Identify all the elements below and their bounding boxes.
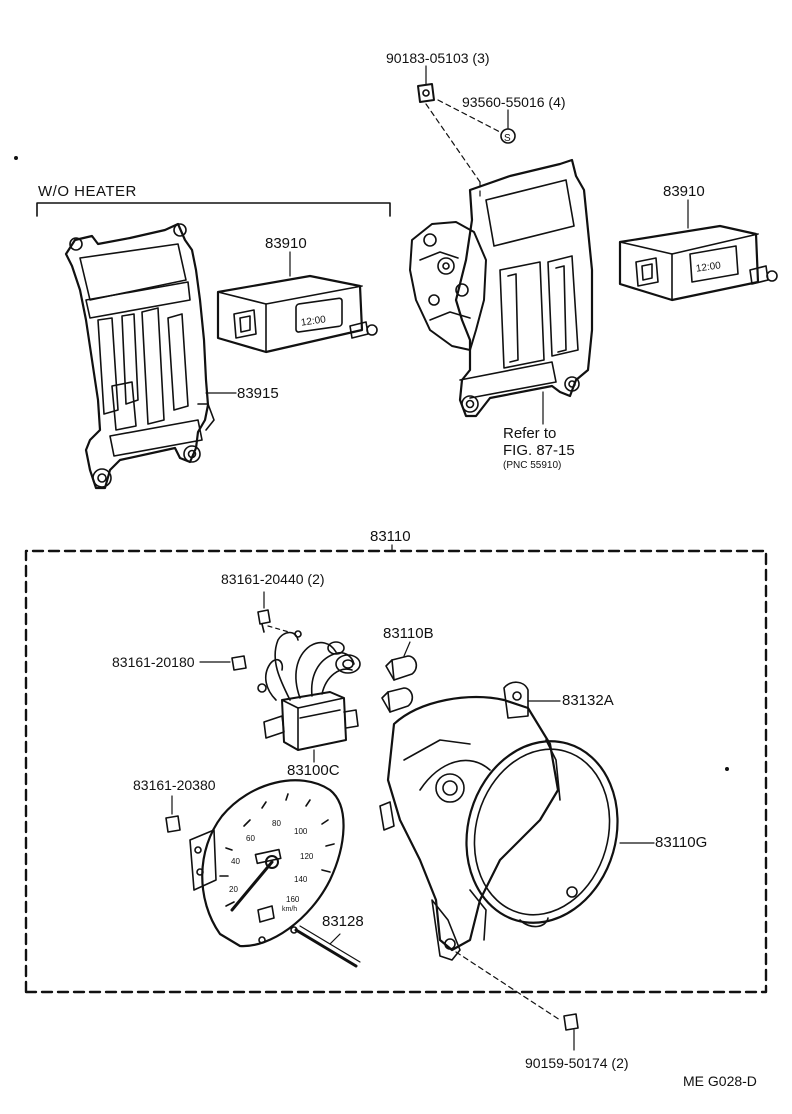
- part-label-screw-83161-20180: 83161-20180: [112, 654, 195, 670]
- speedo-number: 20: [229, 885, 238, 894]
- screw-90159-50174-drawing: [455, 951, 579, 1051]
- svg-text:S: S: [504, 133, 511, 144]
- wo-heater-bracket-line: [36, 202, 391, 217]
- part-label-screw-83161-20380: 83161-20380: [133, 777, 216, 793]
- part-label-screw-90159-50174: 90159-50174 (2): [525, 1055, 629, 1071]
- part-label-clock-right: 83910: [663, 183, 705, 200]
- speedo-number: 140: [294, 875, 308, 884]
- screw-83161-20180-drawing: [199, 655, 247, 671]
- speedo-number: 100: [294, 827, 308, 836]
- meter-case-drawing: [379, 681, 561, 961]
- refer-line-1: Refer to: [503, 425, 557, 442]
- part-label-bulb-83110b: 83110B: [383, 625, 434, 642]
- part-label-screw-93560: 93560-55016 (4): [462, 94, 566, 110]
- part-label-case-83132a: 83132A: [562, 692, 614, 709]
- harness-83100c-drawing: [257, 631, 361, 763]
- screw-93560-drawing: S: [437, 99, 516, 144]
- bulbs-83110b-drawing: [381, 641, 418, 713]
- speedo-unit: km/h: [282, 906, 298, 913]
- bolt-90183-drawing: [417, 65, 481, 183]
- speedo-number: 80: [272, 819, 281, 828]
- clock-left-drawing: [216, 251, 378, 354]
- part-label-bracket-83915: 83915: [237, 385, 279, 402]
- clock-right-drawing: [618, 199, 778, 302]
- bracket-heater-drawing: [409, 158, 594, 425]
- cable-83128-drawing: [290, 925, 361, 968]
- part-label-clock-left: 83910: [265, 235, 307, 252]
- lens-83110g-drawing: [465, 739, 655, 928]
- speedo-number: 40: [231, 857, 240, 866]
- part-label-cable-83128: 83128: [322, 913, 364, 930]
- meter-assembly-boundary: [24, 544, 768, 994]
- refer-line-2: FIG. 87-15: [503, 442, 575, 459]
- refer-line-3: (PNC 55910): [503, 460, 562, 471]
- part-label-harness-83100c: 83100C: [287, 762, 340, 779]
- screw-83161-20440-drawing: [257, 591, 302, 638]
- bracket-83915-drawing: [64, 222, 237, 490]
- part-label-bolt-90183: 90183-05103 (3): [386, 50, 490, 66]
- part-label-assembly-83110: 83110: [370, 528, 411, 545]
- speedo-number: 120: [300, 852, 314, 861]
- wo-heater-label: W/O HEATER: [38, 183, 137, 200]
- speedo-number: 60: [246, 834, 255, 843]
- part-label-screw-83161-20440: 83161-20440 (2): [221, 571, 325, 587]
- diagram-code: ME G028-D: [683, 1073, 757, 1089]
- speedometer-dial-drawing: [189, 779, 345, 948]
- speedo-number: 160: [286, 895, 300, 904]
- screw-83161-20380-drawing: [165, 795, 181, 833]
- part-label-lens-83110g: 83110G: [655, 834, 708, 851]
